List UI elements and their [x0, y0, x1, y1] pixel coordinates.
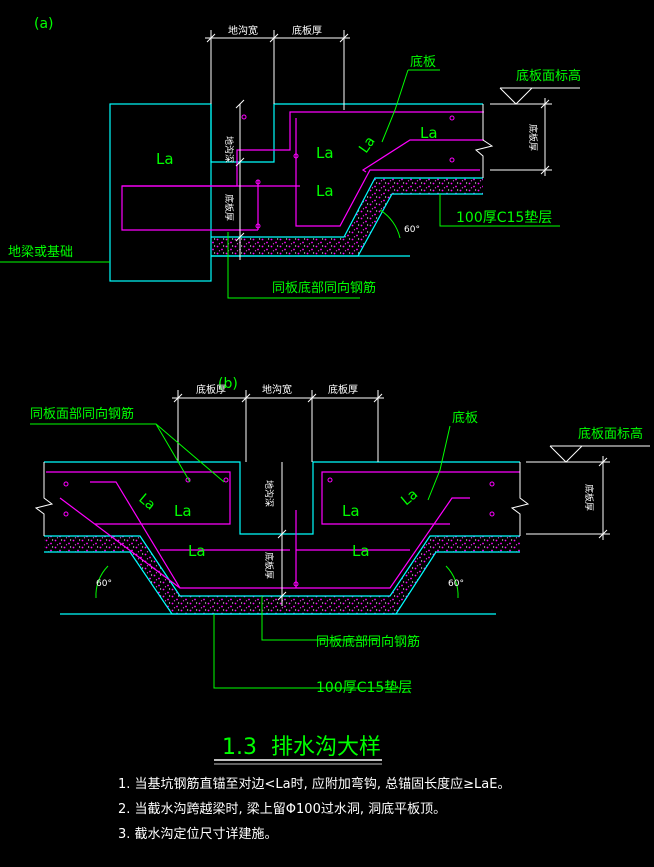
- detail-a-top-dimensions: [205, 30, 350, 110]
- detail-b-label-same-dir-rebar: 同板底部同向钢筋: [316, 634, 420, 650]
- detail-b-rebar-dots: [63, 477, 495, 587]
- drawing-title-block: 1.3 排水沟大样: [214, 735, 382, 765]
- detail-a: (a): [0, 16, 581, 299]
- detail-b-angle-right: 60°: [448, 579, 464, 589]
- detail-a-label-bottom-slab: 底板: [410, 54, 436, 70]
- detail-a-vert-slab-thk-right: 底板厚: [527, 124, 539, 151]
- detail-b-leaders: [30, 423, 459, 689]
- detail-a-la-2: La: [316, 144, 334, 162]
- note-1: 1. 当基坑钢筋直锚至对边<La时, 应附加弯钩, 总锚固长度应≥LaE。: [118, 777, 511, 792]
- detail-b-tag: (b): [218, 376, 238, 392]
- detail-b-la-6: La: [398, 486, 421, 509]
- detail-b-rebar: [46, 471, 520, 589]
- detail-a-rebar: [121, 111, 484, 231]
- detail-a-leaders: [0, 69, 560, 299]
- detail-b-la-3: La: [342, 502, 360, 520]
- detail-a-label-cushion: 100厚C15垫层: [456, 210, 552, 226]
- detail-b-break-right: [510, 462, 530, 536]
- detail-a-la-3: La: [316, 182, 334, 200]
- detail-b-vert-trench-depth: 地沟深: [263, 480, 275, 507]
- detail-b-vert-slab-thk-right: 底板厚: [583, 484, 595, 511]
- detail-a-dim-slab-thickness: 底板厚: [292, 24, 322, 37]
- detail-a-vert-trench-depth: 地沟深: [223, 136, 235, 163]
- detail-b-vert-slab-thk-center: 底板厚: [263, 552, 275, 579]
- detail-b-concrete-outline: [44, 461, 520, 615]
- detail-a-inner-dimensions: [235, 99, 245, 260]
- detail-a-break-symbol: [474, 104, 494, 178]
- detail-a-rebar-dots: [241, 114, 455, 229]
- detail-a-label-beam-or-foundation: 地梁或基础: [8, 245, 73, 260]
- detail-a-angle: 60°: [404, 225, 420, 235]
- detail-b-top-dimensions: [172, 390, 384, 462]
- detail-b-dim-trench-width: 地沟宽: [262, 383, 292, 396]
- detail-a-la-5: La: [356, 134, 379, 157]
- note-3: 3. 截水沟定位尺寸详建施。: [118, 827, 278, 842]
- detail-b-label-bottom-slab: 底板: [452, 410, 478, 426]
- detail-a-right-dimension: [490, 87, 580, 176]
- detail-a-dim-trench-width: 地沟宽: [228, 24, 258, 37]
- detail-a-la-1: La: [156, 150, 174, 168]
- detail-b-break-left: [34, 462, 54, 536]
- detail-b-label-slab-top-elev: 底板面标高: [578, 426, 643, 442]
- detail-a-tag: (a): [34, 16, 54, 32]
- note-2: 2. 当截水沟跨越梁时, 梁上留Φ100过水洞, 洞底平板顶。: [118, 802, 447, 817]
- detail-b-cushion-layer: [44, 536, 520, 614]
- detail-b-right-dimension: [526, 445, 650, 540]
- detail-a-label-slab-top-elev: 底板面标高: [516, 68, 581, 84]
- detail-b-label-top-same-dir-rebar: 同板面部同向钢筋: [30, 406, 134, 422]
- detail-b-la-5: La: [135, 491, 158, 514]
- drawing-title: 1.3 排水沟大样: [222, 735, 381, 760]
- detail-b-la-4: La: [352, 542, 370, 560]
- detail-b-angle-left: 60°: [96, 579, 112, 589]
- detail-a-cushion-layer: [211, 178, 483, 256]
- detail-b-center-dimensions: [277, 462, 287, 606]
- detail-b: (b): [30, 376, 650, 696]
- detail-b-dim-slab-thk-left: 底板厚: [196, 383, 226, 396]
- detail-b-la-2: La: [188, 542, 206, 560]
- detail-b-la-1: La: [174, 502, 192, 520]
- detail-a-vert-slab-thk-left: 底板厚: [223, 194, 235, 221]
- detail-a-la-4: La: [420, 124, 438, 142]
- detail-a-label-same-dir-rebar: 同板底部同向钢筋: [272, 280, 376, 296]
- detail-b-dim-slab-thk-right: 底板厚: [328, 383, 358, 396]
- drawing-notes: 1. 当基坑钢筋直锚至对边<La时, 应附加弯钩, 总锚固长度应≥LaE。 2.…: [118, 772, 638, 847]
- detail-b-label-cushion: 100厚C15垫层: [316, 680, 412, 696]
